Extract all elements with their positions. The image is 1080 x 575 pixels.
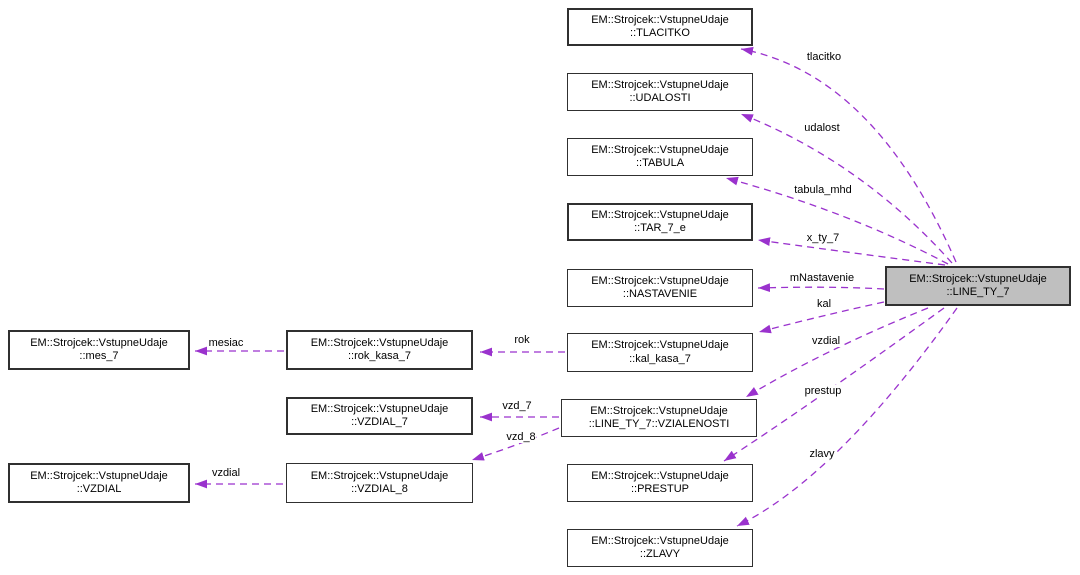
class-node-label-line2: ::TAR_7_e <box>634 222 686 234</box>
class-node-vzdial-7[interactable]: EM::Strojcek::VstupneUdaje::VZDIAL_7 <box>286 397 473 435</box>
edge-label-mesiac: mesiac <box>207 337 245 349</box>
edge-zlavy-line <box>736 307 958 527</box>
class-node-tar-7-e[interactable]: EM::Strojcek::VstupneUdaje::TAR_7_e <box>567 203 753 241</box>
class-node-mes-7[interactable]: EM::Strojcek::VstupneUdaje::mes_7 <box>8 330 190 370</box>
class-node-label-line1: EM::Strojcek::VstupneUdaje <box>30 336 168 349</box>
edge-label-kal: kal <box>815 298 833 310</box>
edge-x-ty-7-line <box>757 237 946 266</box>
class-node-label-line1: EM::Strojcek::VstupneUdaje <box>30 469 168 482</box>
class-node-zlavy[interactable]: EM::Strojcek::VstupneUdaje::ZLAVY <box>567 529 753 567</box>
class-node-label-line1: EM::Strojcek::VstupneUdaje <box>590 404 728 417</box>
class-node-rok-kasa-7[interactable]: EM::Strojcek::VstupneUdaje::rok_kasa_7 <box>286 330 473 370</box>
class-node-label-line2: ::kal_kasa_7 <box>629 352 691 365</box>
class-node-label-line1: EM::Strojcek::VstupneUdaje <box>909 272 1047 285</box>
class-node-vzialenosti[interactable]: EM::Strojcek::VstupneUdaje::LINE_TY_7::V… <box>561 399 757 437</box>
class-node-label-line2: ::LINE_TY_7 <box>946 286 1010 298</box>
class-node-label-line1: EM::Strojcek::VstupneUdaje <box>310 402 449 415</box>
class-node-label-line1: EM::Strojcek::VstupneUdaje <box>591 208 729 221</box>
class-node-label-line1: EM::Strojcek::VstupneUdaje <box>591 13 729 26</box>
edge-label-prestup: prestup <box>803 385 843 397</box>
edge-label-zlavy: zlavy <box>808 448 836 460</box>
class-node-label-line1: EM::Strojcek::VstupneUdaje <box>310 336 449 349</box>
class-node-label-line1: EM::Strojcek::VstupneUdaje <box>591 78 729 91</box>
class-node-label-line2: ::mes_7 <box>79 350 119 362</box>
class-node-label-line2: ::VZDIAL <box>76 483 122 495</box>
class-node-label-line1: EM::Strojcek::VstupneUdaje <box>591 469 729 482</box>
class-node-label-line1: EM::Strojcek::VstupneUdaje <box>591 339 729 351</box>
edge-label-tabula-mhd: tabula_mhd <box>793 184 853 196</box>
class-node-label-line2: ::TLACITKO <box>630 27 690 39</box>
class-node-tabula[interactable]: EM::Strojcek::VstupneUdaje::TABULA <box>567 138 753 176</box>
class-node-prestup[interactable]: EM::Strojcek::VstupneUdaje::PRESTUP <box>567 464 753 502</box>
class-node-label-line1: EM::Strojcek::VstupneUdaje <box>310 469 449 482</box>
class-node-label-line2: ::NASTAVENIE <box>622 288 698 300</box>
edge-label-rok: rok <box>513 334 531 346</box>
class-node-vzdial-8[interactable]: EM::Strojcek::VstupneUdaje::VZDIAL_8 <box>286 463 473 503</box>
class-node-tlacitko[interactable]: EM::Strojcek::VstupneUdaje::TLACITKO <box>567 8 753 46</box>
class-node-udalosti[interactable]: EM::Strojcek::VstupneUdaje::UDALOSTI <box>567 73 753 111</box>
class-node-kal-kasa-7[interactable]: EM::Strojcek::VstupneUdaje::kal_kasa_7 <box>567 333 753 372</box>
edge-kal-line <box>758 301 885 334</box>
class-node-line-ty-7[interactable]: EM::Strojcek::VstupneUdaje::LINE_TY_7 <box>885 266 1071 306</box>
class-node-label-line2: ::VZDIAL_7 <box>351 416 408 428</box>
class-node-label-line1: EM::Strojcek::VstupneUdaje <box>591 534 729 547</box>
class-node-label-line2: ::PRESTUP <box>630 483 690 495</box>
edge-mnastavenie-line <box>757 283 885 293</box>
class-node-label-line2: ::LINE_TY_7::VZIALENOSTI <box>588 418 730 430</box>
class-node-vzdial[interactable]: EM::Strojcek::VstupneUdaje::VZDIAL <box>8 463 190 503</box>
edge-vzdial-member-line <box>745 307 929 398</box>
edge-label-tlacitko: tlacitko <box>805 51 843 63</box>
class-node-label-line1: EM::Strojcek::VstupneUdaje <box>591 143 729 156</box>
class-node-label-line2: ::ZLAVY <box>639 548 681 560</box>
edge-tlacitko-line <box>740 46 957 263</box>
edge-tabula-mhd-line <box>725 176 949 265</box>
edge-label-udalost: udalost <box>803 122 841 134</box>
class-node-nastavenie[interactable]: EM::Strojcek::VstupneUdaje::NASTAVENIE <box>567 269 753 307</box>
class-node-label-line2: ::UDALOSTI <box>629 92 691 104</box>
edge-label-mnastavenie: mNastavenie <box>788 272 856 284</box>
class-node-label-line2: ::VZDIAL_8 <box>351 483 408 495</box>
class-node-label-line2: ::rok_kasa_7 <box>348 350 411 362</box>
edge-prestup-line <box>723 307 945 462</box>
class-node-label-line2: ::TABULA <box>635 157 685 169</box>
edge-label-vzdial-8-member: vzdial <box>210 467 242 479</box>
edge-label-vzd-8: vzd_8 <box>505 431 537 443</box>
edge-label-vzdial-member: vzdial <box>810 335 842 347</box>
edge-label-x-ty-7: x_ty_7 <box>805 232 841 244</box>
class-node-label-line1: EM::Strojcek::VstupneUdaje <box>591 274 729 287</box>
edge-label-vzd-7: vzd_7 <box>501 400 533 412</box>
